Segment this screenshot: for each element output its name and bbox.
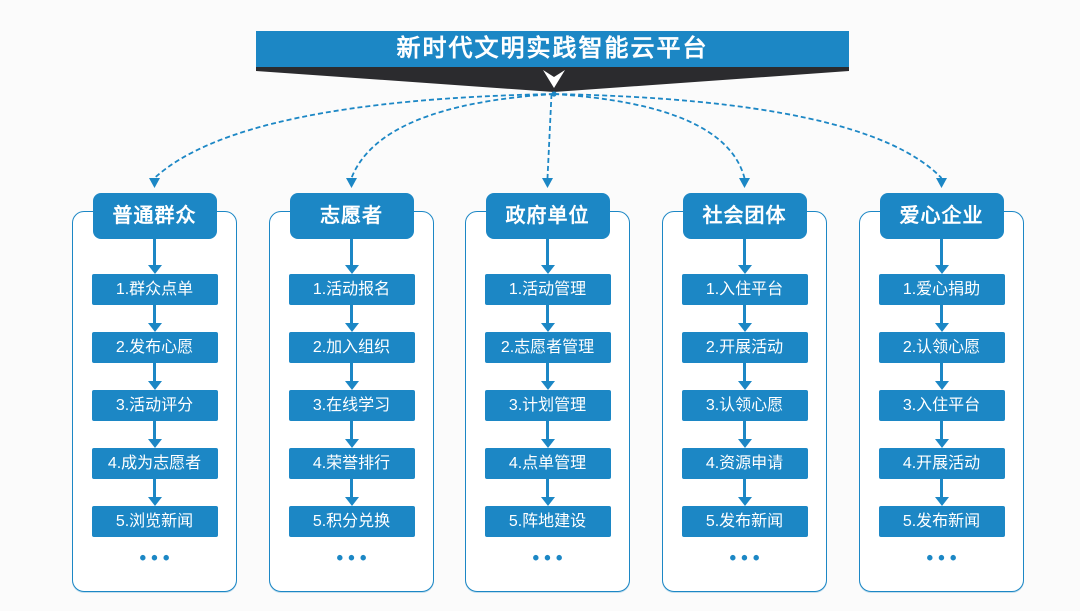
down-arrow-icon [540, 479, 555, 506]
flow-step: 3.活动评分 [91, 390, 218, 421]
column-body: 1.入住平台 2.开展活动 3.认领心愿 4.资源申请 5.发布新闻 ••• [663, 239, 826, 569]
flow-step: 5.积分兑换 [288, 506, 415, 537]
flow-step: 5.阵地建设 [484, 506, 611, 537]
down-arrow-icon [737, 305, 752, 332]
connector-graphics [149, 67, 947, 188]
flow-step: 2.加入组织 [288, 332, 415, 363]
down-arrow-icon [147, 421, 162, 448]
platform-title-banner: 新时代文明实践智能云平台 [256, 31, 849, 67]
flow-step: 1.入住平台 [681, 274, 808, 305]
flow-step: 4.成为志愿者 [91, 448, 218, 479]
down-arrow-icon [934, 479, 949, 506]
flow-step: 2.发布心愿 [91, 332, 218, 363]
dashed-arrow-to-column-2 [350, 93, 555, 179]
down-arrow-icon [344, 421, 359, 448]
down-arrow-icon [543, 70, 565, 88]
down-arrow-icon [737, 239, 752, 274]
flow-step: 4.点单管理 [484, 448, 611, 479]
flow-step: 3.计划管理 [484, 390, 611, 421]
flow-step: 4.荣誉排行 [288, 448, 415, 479]
flow-step: 4.资源申请 [681, 448, 808, 479]
down-arrow-icon [540, 363, 555, 390]
down-arrow-icon [147, 239, 162, 274]
more-dots: ••• [139, 548, 175, 569]
column-body: 1.群众点单 2.发布心愿 3.活动评分 4.成为志愿者 5.浏览新闻 ••• [73, 239, 236, 569]
flow-step: 1.活动报名 [288, 274, 415, 305]
arrowhead-column-2 [346, 178, 357, 188]
down-arrow-icon [147, 305, 162, 332]
column-header: 志愿者 [289, 193, 414, 239]
down-arrow-icon [344, 305, 359, 332]
flow-step: 2.开展活动 [681, 332, 808, 363]
dashed-arrow-to-column-4 [553, 93, 746, 179]
arrowhead-column-1 [149, 178, 160, 188]
flow-column-government-units: 政府单位 1.活动管理 2.志愿者管理 3.计划管理 4.点单管理 5.阵地建设… [465, 193, 630, 592]
more-dots: ••• [336, 548, 372, 569]
down-arrow-icon [737, 421, 752, 448]
down-arrow-icon [540, 239, 555, 274]
flow-step: 1.群众点单 [91, 274, 218, 305]
dashed-arrow-to-column-1 [153, 93, 555, 179]
down-arrow-icon [344, 479, 359, 506]
flow-step: 5.发布新闻 [681, 506, 808, 537]
down-arrow-icon [147, 479, 162, 506]
down-arrow-icon [344, 239, 359, 274]
column-body: 1.活动报名 2.加入组织 3.在线学习 4.荣誉排行 5.积分兑换 ••• [270, 239, 433, 569]
down-arrow-icon [934, 305, 949, 332]
flow-step: 5.发布新闻 [878, 506, 1005, 537]
flow-column-social-organizations: 社会团体 1.入住平台 2.开展活动 3.认领心愿 4.资源申请 5.发布新闻 … [662, 193, 827, 592]
flow-step: 3.入住平台 [878, 390, 1005, 421]
column-body: 1.活动管理 2.志愿者管理 3.计划管理 4.点单管理 5.阵地建设 ••• [466, 239, 629, 569]
down-arrow-icon [934, 239, 949, 274]
dashed-arrow-to-column-3 [546, 93, 553, 179]
arrowhead-column-5 [936, 178, 947, 188]
down-arrow-icon [737, 479, 752, 506]
more-dots: ••• [926, 548, 962, 569]
flow-step: 1.活动管理 [484, 274, 611, 305]
flow-step: 1.爱心捐助 [878, 274, 1005, 305]
flow-step: 3.认领心愿 [681, 390, 808, 421]
column-header: 普通群众 [92, 193, 217, 239]
column-header: 爱心企业 [879, 193, 1004, 239]
more-dots: ••• [532, 548, 568, 569]
down-arrow-icon [934, 363, 949, 390]
flow-step: 5.浏览新闻 [91, 506, 218, 537]
column-body: 1.爱心捐助 2.认领心愿 3.入住平台 4.开展活动 5.发布新闻 ••• [860, 239, 1023, 569]
flow-step: 2.志愿者管理 [484, 332, 611, 363]
down-arrow-icon [934, 421, 949, 448]
flow-step: 4.开展活动 [878, 448, 1005, 479]
down-arrow-icon [344, 363, 359, 390]
arrowhead-column-3 [542, 178, 553, 188]
flow-column-volunteers: 志愿者 1.活动报名 2.加入组织 3.在线学习 4.荣誉排行 5.积分兑换 •… [269, 193, 434, 592]
flow-step: 3.在线学习 [288, 390, 415, 421]
flow-step: 2.认领心愿 [878, 332, 1005, 363]
flow-column-general-public: 普通群众 1.群众点单 2.发布心愿 3.活动评分 4.成为志愿者 5.浏览新闻… [72, 193, 237, 592]
down-arrow-icon [147, 363, 162, 390]
down-arrow-icon [540, 305, 555, 332]
arrowhead-column-4 [739, 178, 750, 188]
column-header: 社会团体 [682, 193, 807, 239]
down-arrow-icon [737, 363, 752, 390]
more-dots: ••• [729, 548, 765, 569]
flow-column-caring-enterprises: 爱心企业 1.爱心捐助 2.认领心愿 3.入住平台 4.开展活动 5.发布新闻 … [859, 193, 1024, 592]
down-arrow-icon [540, 421, 555, 448]
column-header: 政府单位 [485, 193, 610, 239]
dashed-arrow-to-column-5 [553, 93, 943, 179]
